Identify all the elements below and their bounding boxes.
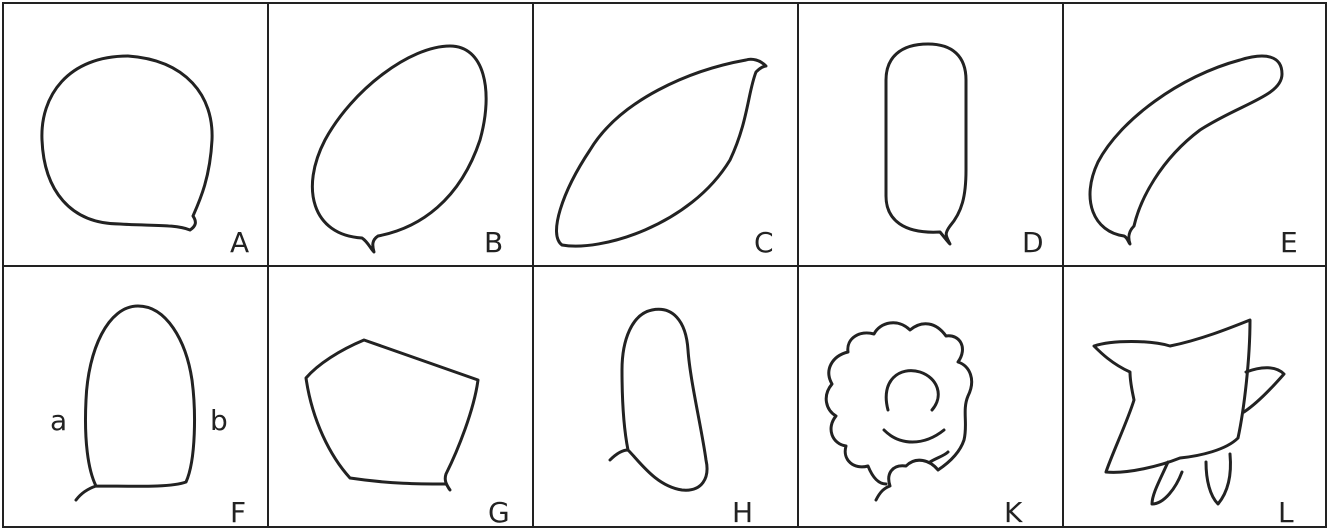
panel-h: H — [610, 309, 753, 529]
shape-c-fusiform — [557, 59, 766, 246]
shape-l-stellate — [1094, 320, 1250, 472]
panel-label-l: L — [1278, 496, 1294, 529]
panel-k: K — [826, 323, 1023, 529]
panel-grid — [3, 3, 1326, 527]
spine-l-right — [1244, 368, 1284, 412]
panel-label-c: C — [754, 226, 774, 259]
panel-f: a b F — [50, 306, 246, 529]
panel-label-a: A — [230, 226, 249, 259]
panel-b: B — [312, 46, 503, 259]
panel-label-g: G — [488, 496, 510, 529]
shape-e-curved — [1090, 56, 1282, 244]
inner-fold-k-2 — [884, 430, 944, 442]
panel-c: C — [557, 59, 774, 259]
shape-f-ovoid — [76, 306, 194, 500]
panel-label-h: H — [732, 496, 753, 529]
spine-l-bottom-left — [1152, 462, 1182, 504]
panel-label-k: K — [1004, 496, 1023, 529]
spine-l-bottom-right — [1206, 454, 1231, 504]
shape-g-angular — [306, 340, 478, 490]
side-label-b: b — [210, 404, 228, 437]
panel-label-b: B — [484, 226, 503, 259]
shape-k-lobed — [826, 323, 971, 500]
panel-d: D — [886, 44, 1044, 259]
shape-b-elliptic — [312, 46, 486, 252]
panel-label-e: E — [1280, 226, 1298, 259]
panel-l: L — [1094, 320, 1294, 529]
side-label-a: a — [50, 404, 67, 437]
inner-fold-k — [886, 371, 938, 410]
panel-a: A — [42, 56, 249, 259]
panel-g: G — [306, 340, 510, 529]
panel-e: E — [1090, 56, 1298, 259]
shape-a-round — [42, 56, 212, 230]
shape-d-cylindrical — [886, 44, 966, 244]
inner-fold-k-3 — [930, 452, 948, 462]
panel-label-f: F — [230, 496, 246, 529]
shape-h-club — [610, 309, 707, 490]
panel-label-d: D — [1022, 226, 1044, 259]
